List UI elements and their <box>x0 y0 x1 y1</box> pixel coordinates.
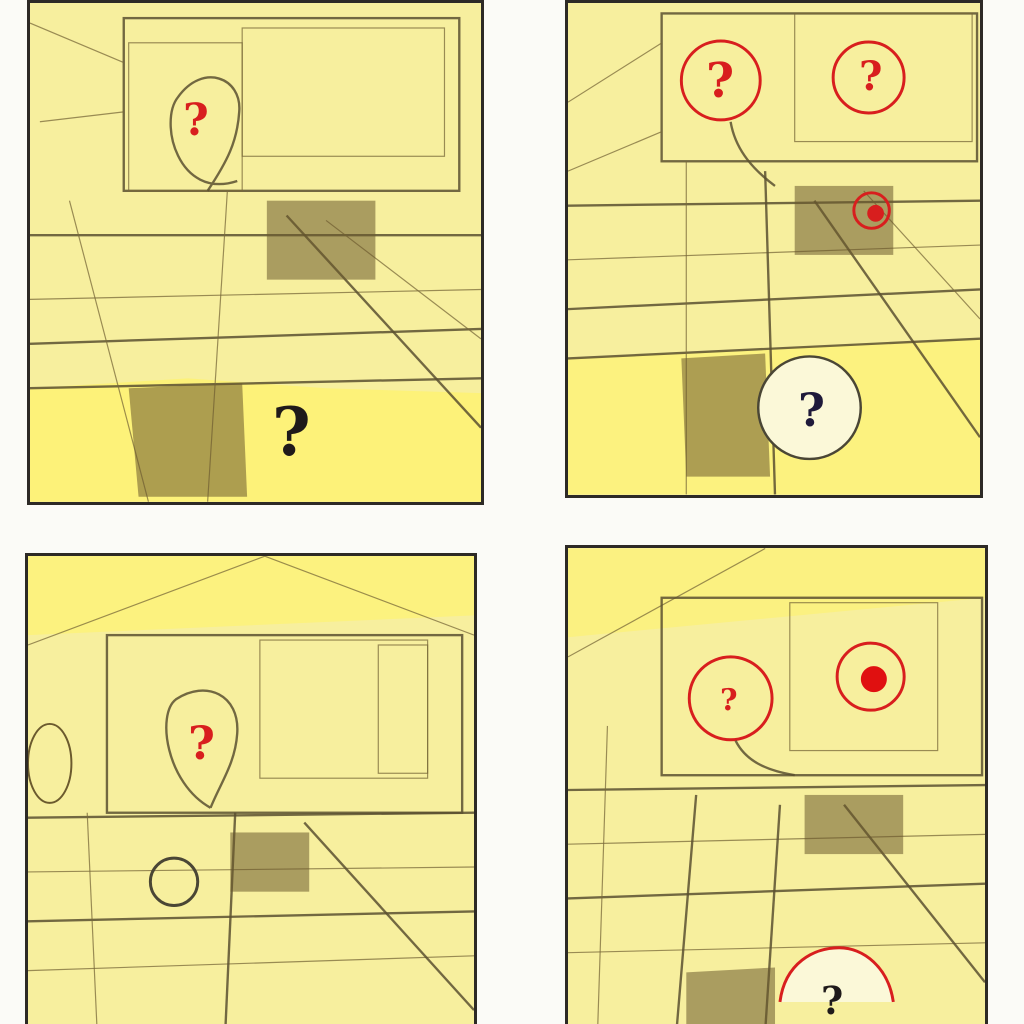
question-mark-red: ? <box>720 683 738 718</box>
question-mark-red: ? <box>183 95 209 146</box>
question-mark-dark: ? <box>798 383 825 437</box>
question-mark-red: ? <box>859 53 883 100</box>
panel-3-sketch <box>28 556 474 1024</box>
sketch-panel-2: ? ? ● ? <box>565 0 983 498</box>
sketch-panel-4: ? ● ? <box>565 545 988 1024</box>
panel-4-sketch <box>568 548 985 1024</box>
question-mark-black: ? <box>821 978 844 1023</box>
panel-2-sketch <box>568 3 980 495</box>
panel-1-sketch <box>30 3 481 502</box>
sketch-panel-1: ? ? <box>27 0 484 505</box>
sketch-panel-3: ? <box>25 553 477 1024</box>
dot-marker-red: ● <box>866 199 886 225</box>
question-mark-red: ? <box>188 716 215 770</box>
question-mark-red: ? <box>706 53 735 109</box>
question-mark-black: ? <box>272 393 311 471</box>
dot-marker-red: ● <box>859 657 889 697</box>
